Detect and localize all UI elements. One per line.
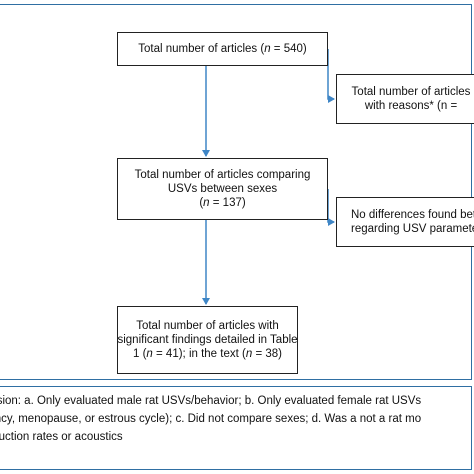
- excluded-articles-box: Total number of articles with reasons* (…: [336, 74, 474, 124]
- excluded-articles-line2: with reasons* (n =: [364, 100, 458, 112]
- no-differences-box: No differences found bet regarding USV p…: [336, 197, 474, 247]
- significant-findings-line1: Total number of articles with: [136, 320, 279, 332]
- footnote-frame: [0, 386, 472, 470]
- arrow-to-excluded2: [327, 189, 335, 226]
- compared-sexes-box: Total number of articles comparing USVs …: [117, 158, 328, 220]
- footnote-line2: nancy, menopause, or estrous cycle); c. …: [0, 413, 422, 425]
- compared-sexes-line1: Total number of articles comparing: [134, 169, 311, 181]
- significant-findings-line2: significant findings detailed in Table: [117, 334, 298, 346]
- no-differences-line1: No differences found bet: [351, 209, 474, 221]
- footnote-line3: roduction rates or acoustics: [0, 431, 123, 443]
- exclusion-footnote: clusion: a. Only evaluated male rat USVs…: [0, 392, 474, 446]
- significant-findings-box: Total number of articles with significan…: [117, 306, 298, 374]
- compared-sexes-line3: (n = 137): [199, 197, 246, 209]
- diagram-frame: [0, 4, 472, 380]
- compared-sexes-line2: USVs between sexes: [167, 183, 278, 195]
- arrow-to-excluded1: [327, 49, 335, 103]
- total-articles-box: Total number of articles (n = 540): [117, 32, 328, 66]
- significant-findings-line3: 1 (n = 41); in the text (n = 38): [133, 348, 282, 360]
- excluded-articles-line1: Total number of articles: [351, 86, 471, 98]
- total-articles-text: Total number of articles (n = 540): [138, 43, 307, 55]
- no-differences-line2: regarding USV paramete: [351, 223, 474, 235]
- footnote-line1: clusion: a. Only evaluated male rat USVs…: [0, 395, 422, 407]
